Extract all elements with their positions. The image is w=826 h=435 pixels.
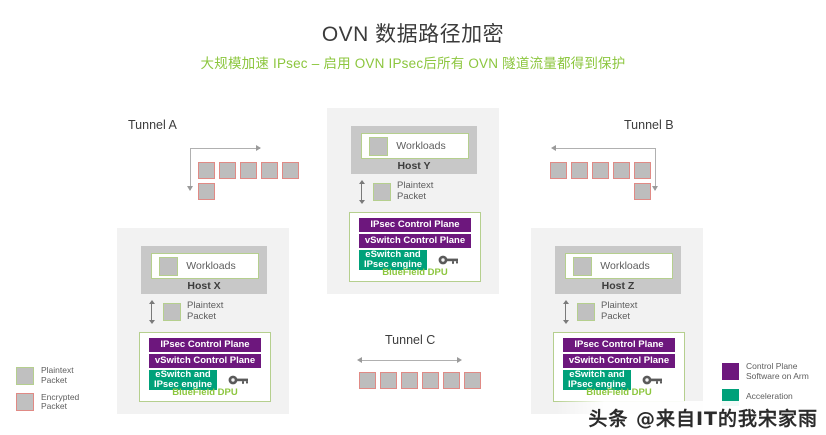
host-x-dpu: IPsec Control Plane vSwitch Control Plan…	[139, 332, 271, 402]
workload-swatch	[573, 256, 592, 276]
host-x-vswitch-control-plane: vSwitch Control Plane	[149, 354, 261, 368]
host-x-ipsec-control-plane: IPsec Control Plane	[149, 338, 261, 352]
legend-packets: Plaintext Packet Encrypted Packet	[16, 365, 79, 419]
host-x-plaintext-note: Plaintext Packet	[147, 300, 223, 324]
plaintext-swatch	[16, 366, 34, 385]
host-z-ipsec-control-plane: IPsec Control Plane	[563, 338, 675, 352]
host-z-plaintext-label: Plaintext Packet	[601, 300, 638, 322]
plaintext-packet-swatch	[373, 183, 391, 201]
host-z-workloads-label: Workloads	[600, 260, 650, 272]
legend-planes: Control Plane Software on Arm Accelerati…	[722, 361, 809, 413]
host-z-plaintext-note: Plaintext Packet	[561, 300, 637, 324]
host-z-name: Host Z	[601, 280, 635, 292]
key-icon	[438, 255, 458, 265]
tunnel-b-label: Tunnel B	[624, 118, 674, 132]
page-title: OVN 数据路径加密	[321, 23, 505, 46]
host-y-panel: Workloads Host Y Plaintext Packet IPsec …	[327, 108, 499, 294]
workload-swatch	[369, 136, 388, 156]
host-y-name: Host Y	[397, 160, 431, 172]
legend-item-control-plane: Control Plane Software on Arm	[722, 361, 809, 382]
host-x-name: Host X	[187, 280, 221, 292]
vertical-double-arrow-icon	[147, 300, 156, 324]
workload-swatch	[159, 256, 178, 276]
host-y-ipsec-control-plane: IPsec Control Plane	[359, 218, 471, 232]
host-z-workloads: Workloads	[565, 253, 673, 279]
host-z-panel: Workloads Host Z Plaintext Packet IPsec …	[531, 228, 703, 414]
encrypted-swatch	[16, 393, 34, 412]
host-y-box: Workloads Host Y	[351, 126, 477, 174]
host-y-dpu: IPsec Control Plane vSwitch Control Plan…	[349, 212, 481, 282]
host-x-box: Workloads Host X	[141, 246, 267, 294]
vertical-double-arrow-icon	[357, 180, 366, 204]
legend-item-plaintext: Plaintext Packet	[16, 365, 79, 386]
host-x-workloads-label: Workloads	[186, 260, 236, 272]
watermark-text: 头条 @来自IT的我宋家雨	[588, 408, 818, 430]
plaintext-packet-swatch	[163, 303, 181, 321]
key-icon	[642, 375, 662, 385]
key-icon	[228, 375, 248, 385]
plaintext-packet-swatch	[577, 303, 595, 321]
vertical-double-arrow-icon	[561, 300, 570, 324]
watermark-backdrop	[556, 401, 826, 435]
tunnel-a-label: Tunnel A	[128, 118, 177, 132]
host-y-dpu-label: BlueField DPU	[382, 267, 448, 278]
host-y-workloads-label: Workloads	[396, 140, 446, 152]
host-y-plaintext-note: Plaintext Packet	[357, 180, 433, 204]
host-z-dpu: IPsec Control Plane vSwitch Control Plan…	[553, 332, 685, 402]
host-z-box: Workloads Host Z	[555, 246, 681, 294]
host-z-dpu-label: BlueField DPU	[586, 387, 652, 398]
host-y-plaintext-label: Plaintext Packet	[397, 180, 434, 202]
host-x-workloads: Workloads	[151, 253, 259, 279]
host-y-vswitch-control-plane: vSwitch Control Plane	[359, 234, 471, 248]
legend-item-encrypted: Encrypted Packet	[16, 392, 79, 413]
host-z-vswitch-control-plane: vSwitch Control Plane	[563, 354, 675, 368]
host-z-eswitch-ipsec-engine: eSwitch and IPsec engine	[563, 369, 631, 390]
host-y-eswitch-ipsec-engine: eSwitch and IPsec engine	[359, 249, 427, 270]
host-x-panel: Workloads Host X Plaintext Packet IPsec …	[117, 228, 289, 414]
host-x-dpu-label: BlueField DPU	[172, 387, 238, 398]
host-x-eswitch-ipsec-engine: eSwitch and IPsec engine	[149, 369, 217, 390]
page-subtitle: 大规模加速 IPsec – 启用 OVN IPsec后所有 OVN 隧道流量都得…	[200, 56, 626, 71]
host-x-plaintext-label: Plaintext Packet	[187, 300, 224, 322]
control-plane-swatch	[722, 363, 739, 381]
host-y-workloads: Workloads	[361, 133, 469, 159]
tunnel-c-label: Tunnel C	[385, 333, 436, 347]
